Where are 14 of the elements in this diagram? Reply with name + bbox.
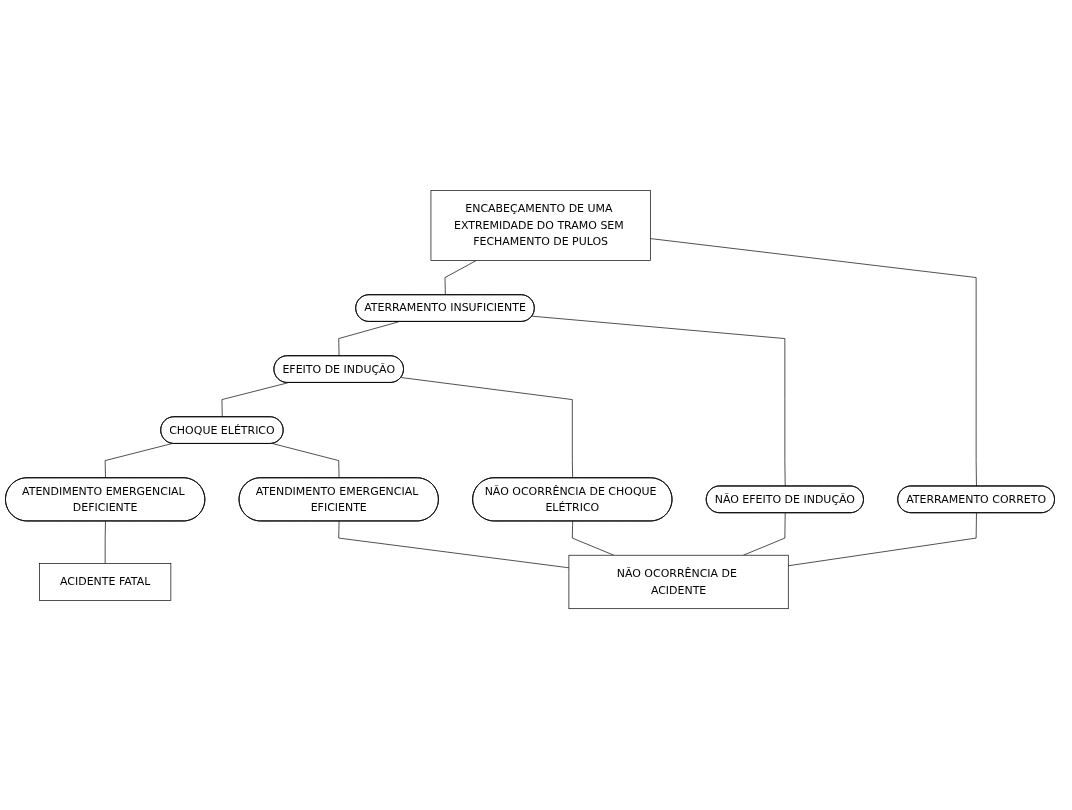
connector	[400, 377, 573, 479]
connector	[104, 443, 173, 479]
connector	[743, 513, 786, 556]
connector	[787, 513, 977, 567]
connector	[650, 238, 977, 488]
connector	[571, 521, 615, 556]
connector	[444, 260, 477, 296]
connector	[104, 521, 106, 565]
node-box: NÃO OCORRÊNCIA DE ACIDENTE	[568, 555, 789, 610]
node-box: ENCABEÇAMENTO DE UMA EXTREMIDADE DO TRAMO SEM FECHAMENTO DE PULOS	[430, 190, 651, 262]
connector	[272, 443, 340, 479]
connector	[338, 521, 570, 569]
node-box: ACIDENTE FATAL	[39, 563, 172, 602]
connector	[531, 316, 786, 488]
